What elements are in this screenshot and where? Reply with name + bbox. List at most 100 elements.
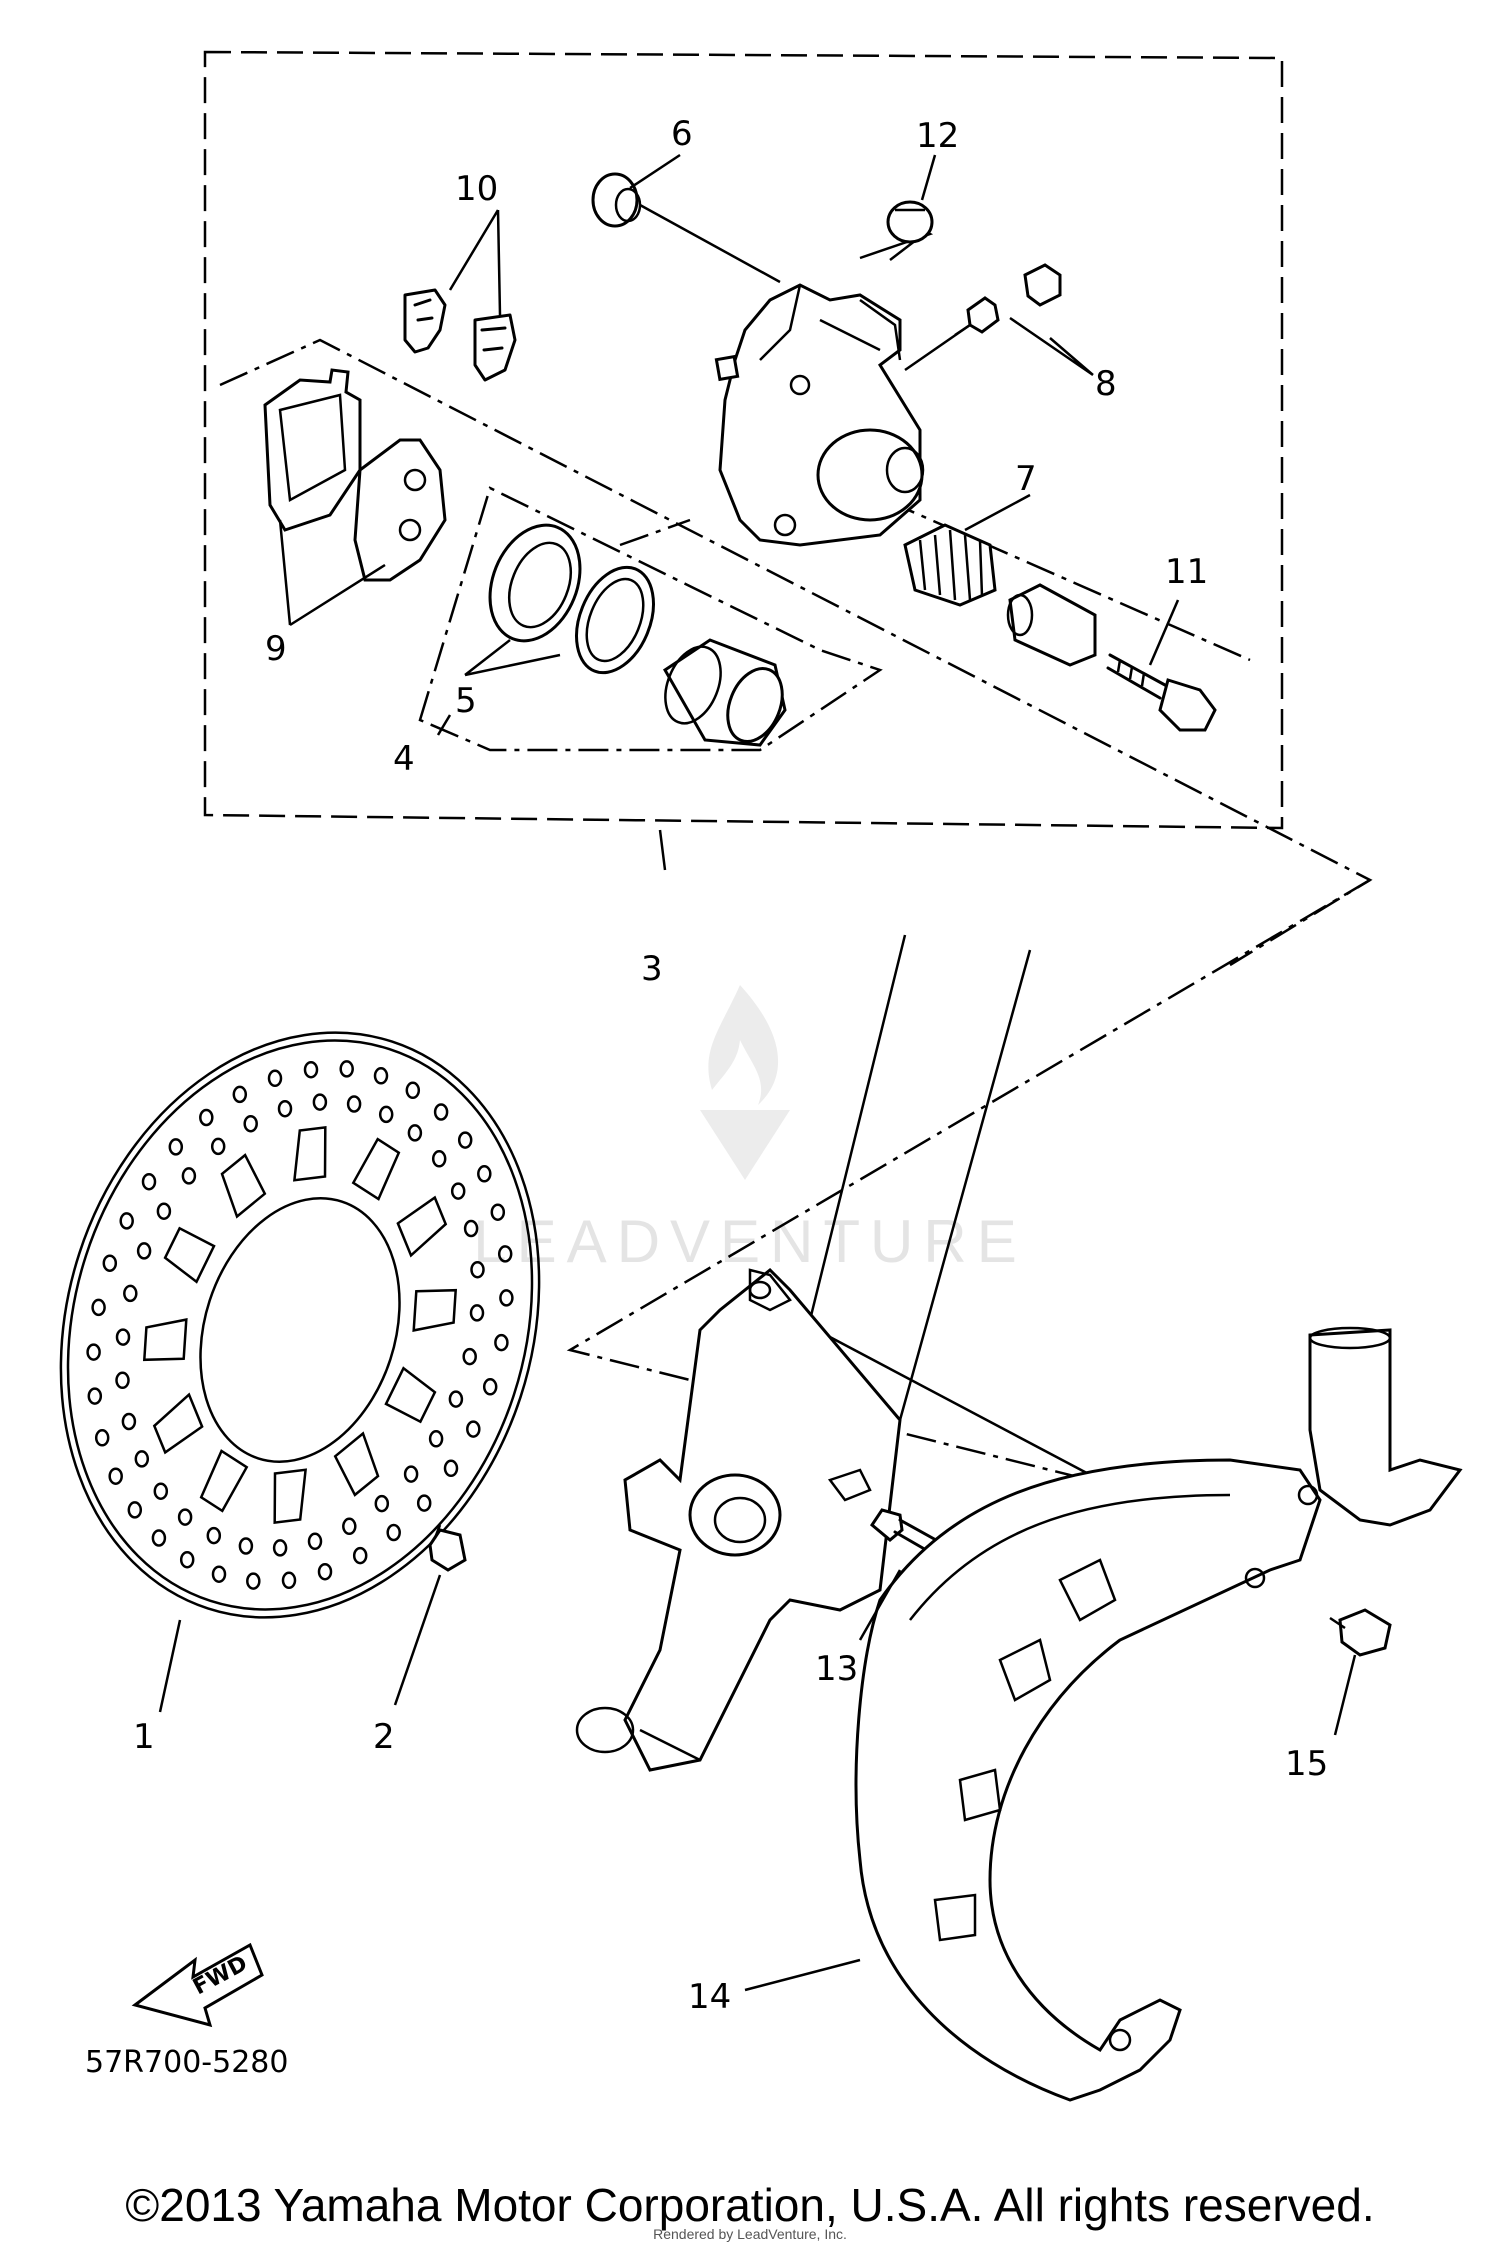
disc-spoke-cutout bbox=[163, 1226, 216, 1284]
disc-vent-hole bbox=[181, 1167, 197, 1185]
disc-vent-hole bbox=[307, 1532, 323, 1551]
disc-vent-hole bbox=[156, 1202, 172, 1220]
part-label-6: 6 bbox=[671, 114, 693, 154]
disc-vent-hole bbox=[211, 1565, 227, 1583]
disc-vent-hole bbox=[470, 1260, 485, 1279]
disc-vent-hole bbox=[448, 1390, 464, 1408]
disc-vent-hole bbox=[199, 1108, 214, 1127]
part-label-13: 13 bbox=[815, 1649, 858, 1689]
disc-vent-hole bbox=[243, 1114, 258, 1133]
disc-spoke-cutout bbox=[384, 1366, 437, 1424]
disc-vent-hole bbox=[281, 1571, 297, 1590]
watermark: LEADVENTURE bbox=[473, 985, 1026, 1275]
disc-vent-hole bbox=[386, 1523, 401, 1542]
disc-vent-hole bbox=[462, 1347, 477, 1366]
caliper-bolt bbox=[1106, 653, 1217, 732]
disc-spoke-cutout bbox=[199, 1449, 249, 1513]
disc-vent-hole bbox=[134, 1450, 150, 1468]
disc-vent-hole bbox=[115, 1371, 130, 1390]
disc-vent-hole bbox=[179, 1550, 195, 1569]
disc-vent-hole bbox=[108, 1467, 123, 1485]
disc-spoke-cutout bbox=[142, 1318, 188, 1362]
disc-vent-hole bbox=[246, 1572, 261, 1590]
disc-vent-hole bbox=[431, 1150, 447, 1168]
disc-spoke-cutout bbox=[152, 1392, 204, 1455]
part-labels: 1 2 3 4 5 6 7 8 9 10 11 12 13 14 15 bbox=[133, 114, 1328, 2017]
disc-vent-hole bbox=[272, 1539, 288, 1557]
disc-vent-hole bbox=[136, 1242, 152, 1260]
disc-vent-hole bbox=[102, 1254, 118, 1272]
bleed-cap bbox=[591, 172, 642, 228]
disc-vent-hole bbox=[405, 1081, 421, 1100]
disc-vent-hole bbox=[177, 1508, 193, 1526]
disc-vent-hole bbox=[123, 1284, 138, 1303]
disc-vent-hole bbox=[303, 1060, 319, 1079]
part-label-7: 7 bbox=[1015, 459, 1037, 499]
disc-vent-hole bbox=[87, 1387, 103, 1405]
disc-vent-hole bbox=[153, 1482, 169, 1500]
caliper-body bbox=[714, 283, 925, 547]
part-label-10: 10 bbox=[455, 169, 498, 209]
disc-vent-hole bbox=[428, 1430, 444, 1448]
part-label-8: 8 bbox=[1095, 364, 1117, 404]
disc-vent-hole bbox=[499, 1289, 514, 1307]
disc-spoke-cutout bbox=[351, 1137, 401, 1201]
disc-vent-hole bbox=[312, 1093, 328, 1111]
part-label-9: 9 bbox=[265, 629, 287, 669]
disc-vent-hole bbox=[210, 1137, 226, 1156]
disc-spoke-cutout bbox=[273, 1468, 308, 1525]
disc-vent-hole bbox=[151, 1529, 167, 1547]
bleed-screw-set bbox=[954, 263, 1062, 337]
disc-spoke-cutout bbox=[292, 1125, 327, 1182]
part-label-5: 5 bbox=[455, 681, 477, 721]
disc-vent-hole bbox=[403, 1465, 419, 1483]
part-label-2: 2 bbox=[373, 1717, 395, 1757]
caliper-assembly-box bbox=[203, 50, 1284, 830]
disc-vent-hole bbox=[267, 1069, 283, 1088]
disc-vent-hole bbox=[317, 1562, 333, 1581]
disc-vent-hole bbox=[457, 1131, 473, 1149]
disc-vent-hole bbox=[119, 1212, 134, 1230]
catalog-code: 57R700-5280 bbox=[85, 2045, 288, 2080]
render-credit: Rendered by LeadVenture, Inc. bbox=[653, 2226, 847, 2242]
disc-spoke-cutout bbox=[396, 1195, 448, 1258]
disc-vent-hole bbox=[127, 1501, 143, 1519]
disc-vent-hole bbox=[469, 1304, 485, 1322]
disc-vent-hole bbox=[352, 1546, 368, 1565]
disc-vent-hole bbox=[433, 1103, 449, 1121]
disc-vent-hole bbox=[374, 1494, 390, 1513]
disc-vent-hole bbox=[115, 1328, 131, 1346]
watermark-text: LEADVENTURE bbox=[473, 1208, 1026, 1275]
part-label-1: 1 bbox=[133, 1717, 155, 1757]
disc-vent-hole bbox=[232, 1085, 248, 1104]
disc-spoke-cutout bbox=[220, 1153, 267, 1219]
disc-vent-hole bbox=[168, 1138, 184, 1156]
leader-lines bbox=[158, 153, 1357, 1992]
disc-guard bbox=[854, 1326, 1463, 2102]
brake-pads bbox=[263, 368, 447, 582]
guard-bolt bbox=[1329, 1608, 1392, 1657]
fork-leg bbox=[575, 934, 1032, 1772]
disc-vent-hole bbox=[141, 1172, 157, 1191]
disc-vent-hole bbox=[466, 1420, 481, 1438]
disc-vent-hole bbox=[373, 1067, 389, 1085]
fwd-arrow: FWD bbox=[131, 1942, 264, 2028]
disc-bolt bbox=[428, 1524, 467, 1572]
disc-spoke-cutout bbox=[412, 1288, 458, 1332]
part-label-11: 11 bbox=[1165, 552, 1208, 592]
sleeve bbox=[1006, 583, 1097, 667]
disc-vent-hole bbox=[494, 1333, 509, 1352]
pad-clips bbox=[403, 288, 517, 382]
disc-vent-hole bbox=[407, 1124, 423, 1142]
part-label-4: 4 bbox=[393, 739, 415, 779]
disc-vent-hole bbox=[277, 1099, 293, 1118]
disc-vent-hole bbox=[463, 1219, 479, 1238]
disc-vent-hole bbox=[86, 1343, 101, 1361]
disc-vent-hole bbox=[443, 1459, 459, 1478]
brake-disc bbox=[59, 1031, 541, 1619]
disc-vent-hole bbox=[206, 1526, 222, 1545]
disc-vent-hole bbox=[121, 1412, 137, 1431]
disc-vent-hole bbox=[238, 1537, 254, 1555]
part-label-12: 12 bbox=[916, 116, 959, 156]
